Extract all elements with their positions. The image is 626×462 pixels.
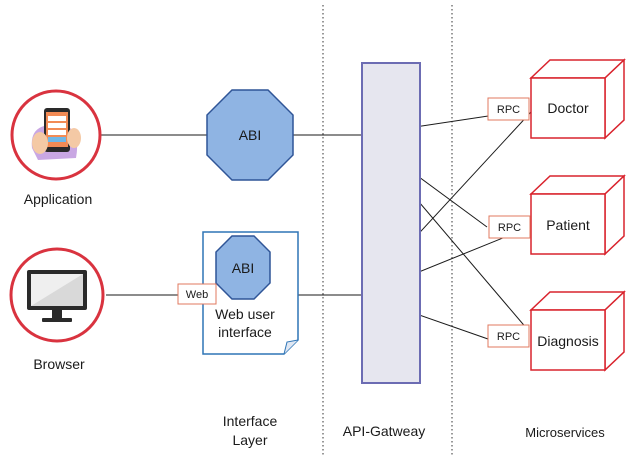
- web-ui-document: ABI Web user interface: [202, 231, 299, 355]
- interface-layer-label-line2: Layer: [232, 432, 267, 448]
- microservices-label: Microservices: [525, 425, 605, 440]
- browser-label: Browser: [33, 356, 85, 372]
- service-name: Patient: [546, 217, 590, 233]
- rpc-tag-doctor: RPC: [487, 97, 530, 121]
- application-client: Application: [10, 89, 102, 207]
- api-gateway-box: [361, 62, 421, 384]
- connectors: [97, 109, 532, 340]
- rpc-tag-patient: RPC: [488, 215, 531, 239]
- abi-top-label: ABI: [239, 127, 262, 143]
- abi-node-top: ABI: [206, 89, 294, 181]
- browser-client: Browser: [9, 247, 105, 372]
- abi-octagon: [206, 89, 294, 181]
- web-tag-label: Web: [186, 289, 208, 301]
- abi-octagon-small: [215, 235, 271, 300]
- abi-doc-label: ABI: [232, 260, 255, 276]
- web-ui-line2: interface: [218, 324, 272, 340]
- api-gateway-label: API-Gatweay: [343, 423, 425, 439]
- service-diagnosis: Diagnosis: [529, 290, 626, 372]
- web-ui-line1: Web user: [215, 306, 275, 322]
- smartphone-icon: [31, 108, 81, 160]
- service-name: Doctor: [547, 100, 589, 116]
- service-doctor: Doctor: [529, 58, 626, 140]
- monitor-icon: [27, 270, 87, 322]
- rpc-tag-diagnosis: RPC: [487, 324, 530, 348]
- rpc-tag-label: RPC: [497, 331, 520, 343]
- rpc-tag-label: RPC: [498, 222, 521, 234]
- rpc-tag-label: RPC: [497, 104, 520, 116]
- interface-layer-label-line1: Interface: [223, 413, 278, 429]
- service-patient: Patient: [529, 174, 626, 256]
- service-name: Diagnosis: [537, 333, 598, 349]
- web-tag: Web: [177, 283, 217, 305]
- document-fold: [283, 339, 299, 355]
- application-label: Application: [24, 191, 93, 207]
